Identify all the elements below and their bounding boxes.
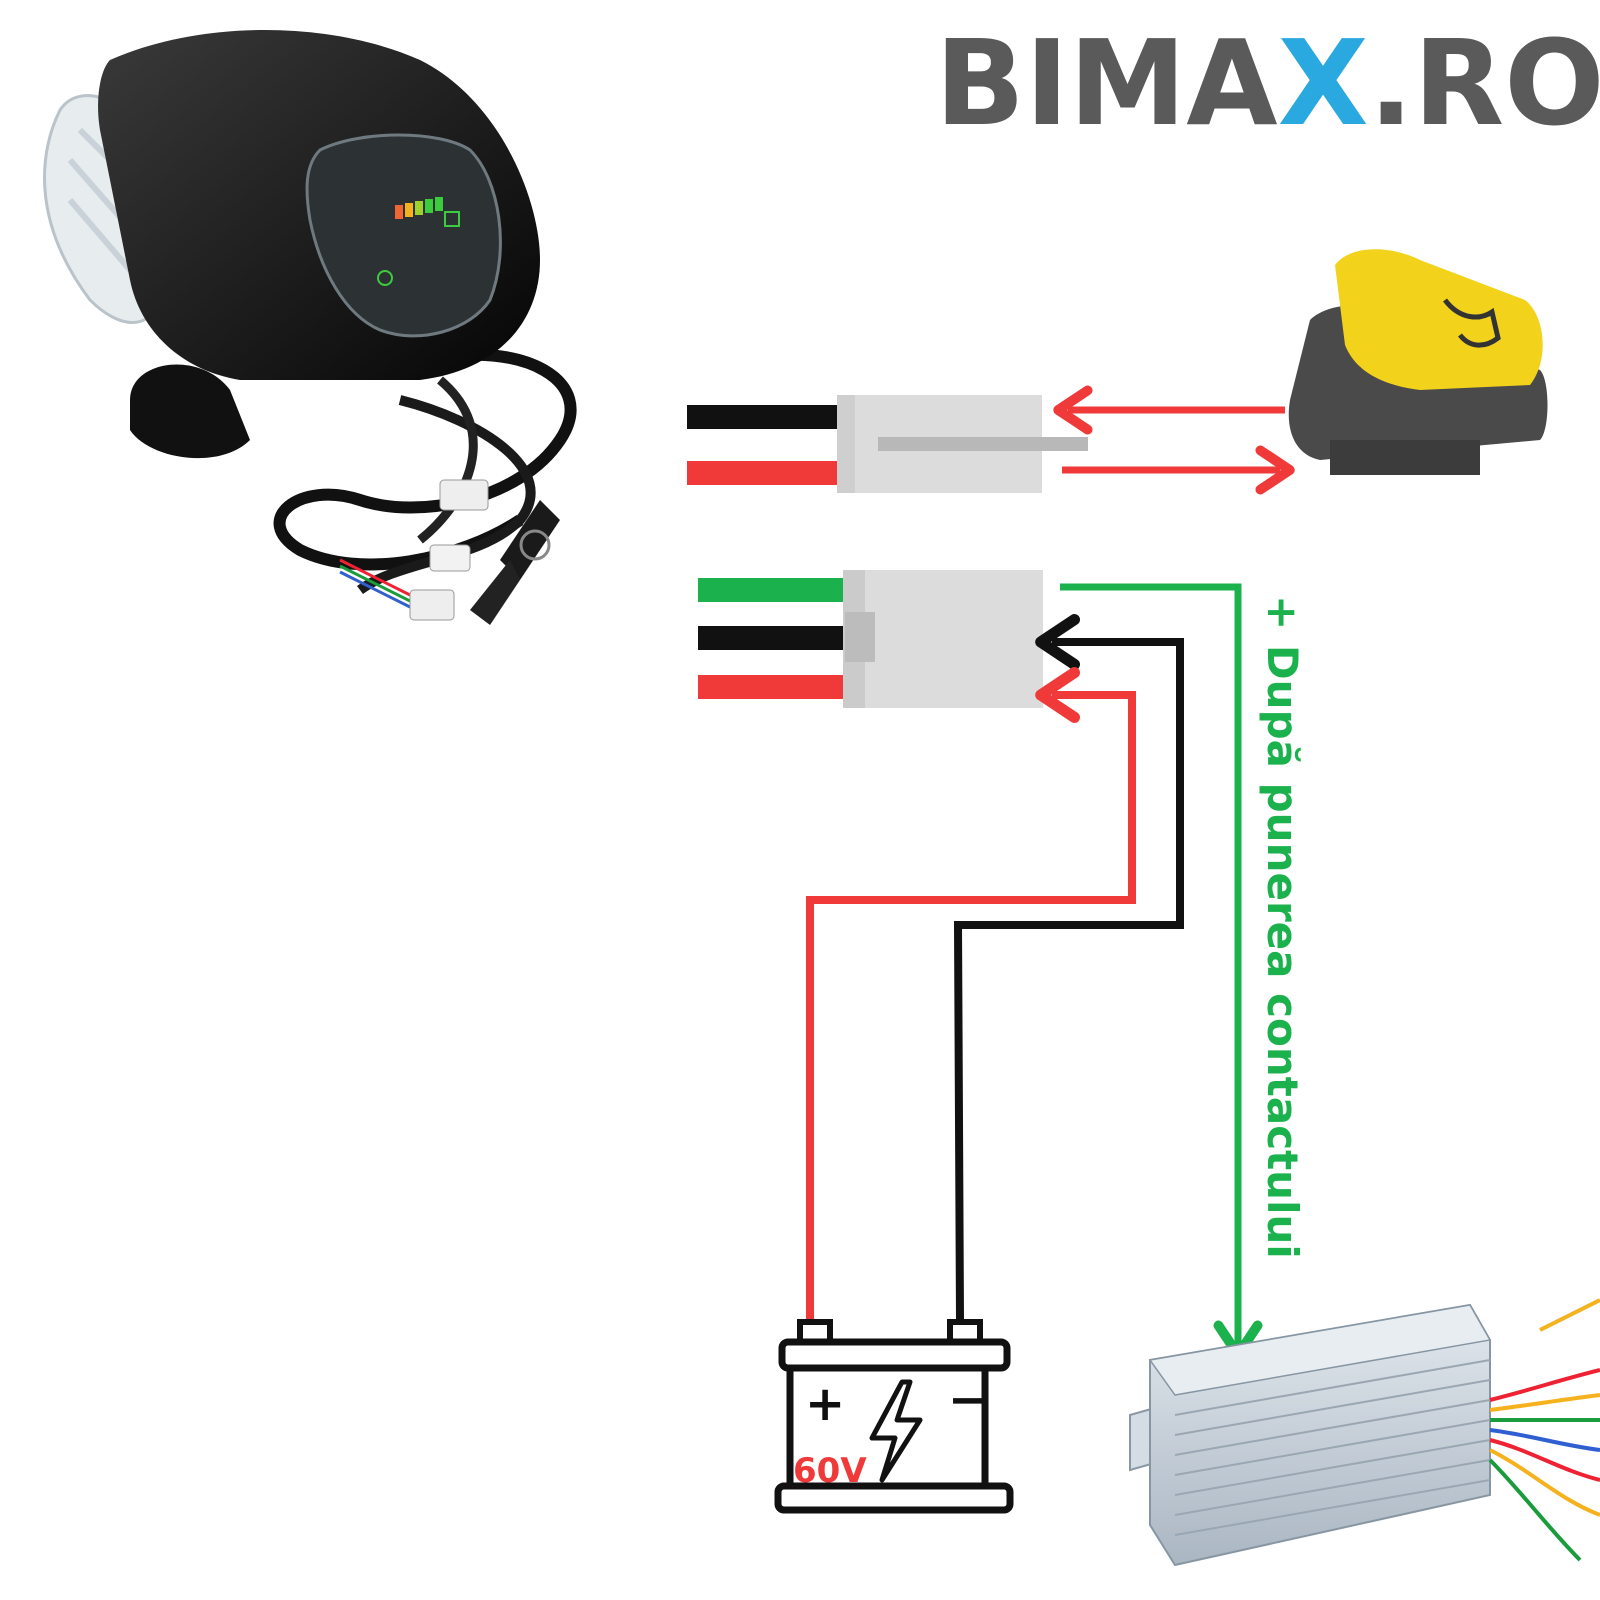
wire-red-top	[687, 461, 837, 485]
ignition-note: + După punerea contactului	[1258, 595, 1307, 1259]
connector-pin	[878, 437, 1088, 451]
headlight-display-unit	[43, 30, 577, 625]
lightning-icon	[869, 1379, 923, 1483]
wire-green-left	[698, 578, 843, 602]
wire-green-ignition	[1060, 583, 1263, 1360]
svg-text:+ După punerea contactului: + După punerea contactului	[1258, 595, 1307, 1259]
horn-connector	[687, 395, 1088, 493]
battery-plus: +	[805, 1376, 845, 1432]
power-connector	[698, 570, 1043, 708]
horn-switch	[1288, 249, 1548, 475]
logo-x: X	[1278, 14, 1369, 152]
wire-black-left	[698, 626, 843, 650]
wire-black-top	[687, 405, 837, 429]
logo-suffix: .RO	[1369, 14, 1600, 152]
battery-icon: + − 60V	[774, 1319, 1014, 1514]
battery-voltage: 60V	[793, 1451, 867, 1491]
battery-minus: −	[948, 1372, 988, 1428]
brand-logo: BIMAX.RO	[935, 14, 1600, 152]
wire-black-battery	[953, 614, 1184, 1321]
wire-red-battery	[806, 667, 1136, 1320]
svg-text:BIMAX.RO: BIMAX.RO	[935, 14, 1600, 152]
wire-red-left	[698, 675, 843, 699]
motor-controller	[1129, 1298, 1600, 1567]
logo-prefix: BIMA	[935, 14, 1278, 152]
